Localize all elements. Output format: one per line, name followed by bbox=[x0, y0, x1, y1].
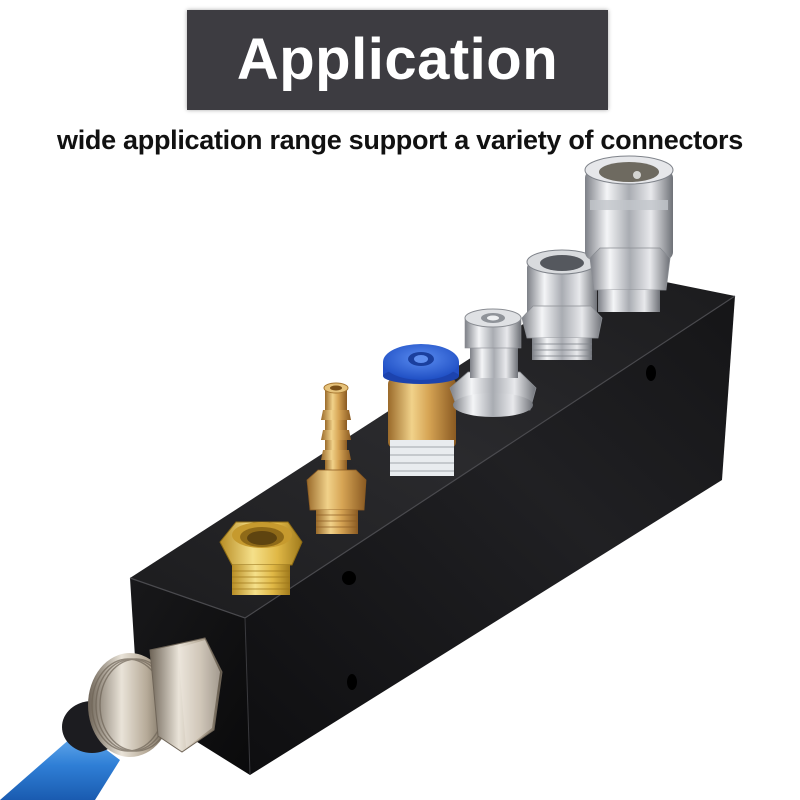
brass-reducer-bushing bbox=[219, 521, 303, 595]
chrome-compression-fitting bbox=[449, 308, 537, 417]
subtitle-text: wide application range support a variety… bbox=[57, 125, 743, 155]
chrome-push-connect-fitting bbox=[521, 249, 603, 360]
title-banner: Application bbox=[187, 10, 608, 110]
bulkhead-inlet-fitting bbox=[0, 637, 223, 800]
banner-title: Application bbox=[236, 27, 559, 92]
chrome-quick-coupler bbox=[584, 155, 674, 312]
brass-hose-barb bbox=[306, 382, 367, 534]
push-in-fitting-blue bbox=[383, 344, 459, 476]
